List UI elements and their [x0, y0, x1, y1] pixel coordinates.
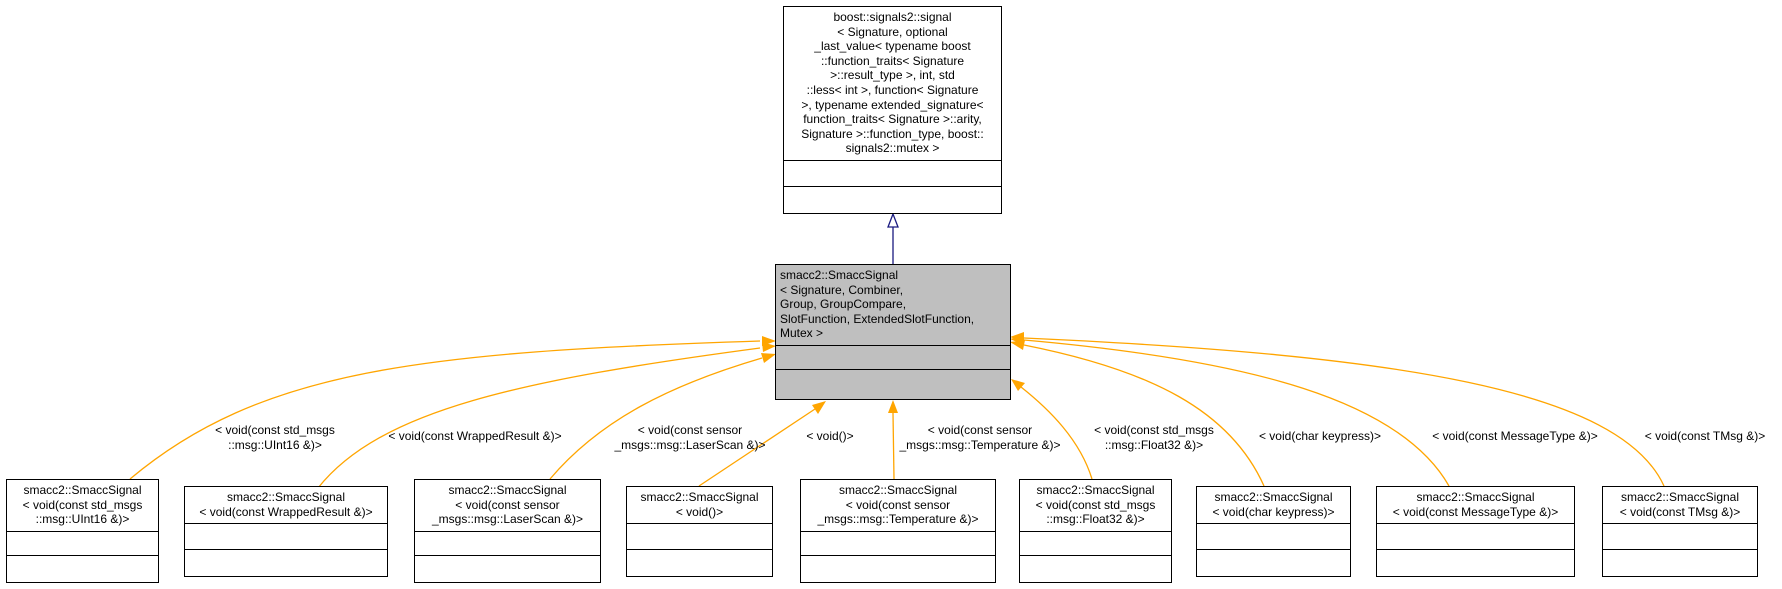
child-node-title: smacc2::SmaccSignal < void(const Message… — [1377, 487, 1574, 525]
base-class-node[interactable]: boost::signals2::signal < Signature, opt… — [783, 6, 1002, 214]
child-node-message-type[interactable]: smacc2::SmaccSignal < void(const Message… — [1376, 486, 1575, 577]
edge-child-5-arrowhead — [1011, 379, 1025, 391]
child-node-title: smacc2::SmaccSignal < void(char keypress… — [1197, 487, 1350, 525]
child-node-attributes — [801, 532, 995, 556]
child-node-methods — [1603, 550, 1757, 576]
edge-child-5 — [1020, 386, 1093, 480]
child-node-temperature[interactable]: smacc2::SmaccSignal < void(const sensor … — [800, 479, 996, 583]
child-node-title: smacc2::SmaccSignal < void()> — [627, 487, 772, 525]
edge-label-message-type: < void(const MessageType &)> — [1432, 429, 1598, 443]
edge-label-wrapped-result: < void(const WrappedResult &)> — [388, 429, 562, 443]
smacc-signal-node[interactable]: smacc2::SmaccSignal < Signature, Combine… — [775, 264, 1011, 400]
child-node-methods — [7, 556, 158, 582]
edge-label-temperature: < void(const sensor _msgs::msg::Temperat… — [899, 423, 1061, 452]
smacc-signal-attributes — [776, 346, 1010, 370]
child-node-keypress[interactable]: smacc2::SmaccSignal < void(char keypress… — [1196, 486, 1351, 577]
edge-child-7 — [1023, 339, 1450, 487]
edge-child-6 — [1023, 344, 1265, 487]
child-node-tmsg[interactable]: smacc2::SmaccSignal < void(const TMsg &)… — [1602, 486, 1758, 577]
child-node-title: smacc2::SmaccSignal < void(const std_msg… — [1020, 480, 1171, 532]
edge-child-1 — [317, 347, 761, 489]
child-node-laser-scan[interactable]: smacc2::SmaccSignal < void(const sensor … — [414, 479, 601, 583]
base-class-methods — [784, 187, 1001, 213]
child-node-attributes — [415, 532, 600, 556]
edge-child-0 — [129, 340, 761, 480]
child-node-methods — [1020, 556, 1171, 582]
base-class-attributes — [784, 161, 1001, 187]
edge-label-keypress: < void(char keypress)> — [1258, 429, 1382, 443]
edge-label-laser-scan: < void(const sensor _msgs::msg::LaserSca… — [614, 423, 766, 452]
child-node-title: smacc2::SmaccSignal < void(const TMsg &)… — [1603, 487, 1757, 525]
child-node-methods — [1197, 550, 1350, 576]
edge-child-3-arrowhead — [812, 401, 826, 414]
child-node-attributes — [1020, 532, 1171, 556]
edge-label-uint16: < void(const std_msgs ::msg::UInt16 &)> — [215, 423, 335, 452]
child-node-title: smacc2::SmaccSignal < void(const Wrapped… — [185, 487, 387, 525]
child-node-uint16[interactable]: smacc2::SmaccSignal < void(const std_msg… — [6, 479, 159, 583]
edge-child-4-arrowhead — [888, 400, 898, 413]
edge-child-8 — [1023, 337, 1665, 487]
child-node-title: smacc2::SmaccSignal < void(const sensor … — [415, 480, 600, 532]
child-node-attributes — [627, 524, 772, 551]
child-node-wrapped-result[interactable]: smacc2::SmaccSignal < void(const Wrapped… — [184, 486, 388, 577]
edge-label-float32: < void(const std_msgs ::msg::Float32 &)> — [1094, 423, 1214, 452]
child-node-methods — [1377, 550, 1574, 576]
child-node-attributes — [1377, 524, 1574, 551]
edge-child-2 — [549, 357, 763, 480]
child-node-float32[interactable]: smacc2::SmaccSignal < void(const std_msg… — [1019, 479, 1172, 583]
edge-child-4 — [892, 412, 895, 480]
child-node-methods — [801, 556, 995, 582]
child-node-attributes — [185, 524, 387, 551]
edge-child-3 — [698, 408, 816, 487]
child-node-methods — [185, 550, 387, 576]
smacc-signal-title: smacc2::SmaccSignal < Signature, Combine… — [776, 265, 1010, 346]
child-node-methods — [415, 556, 600, 582]
edge-label-void: < void()> — [806, 429, 854, 443]
child-node-attributes — [1197, 524, 1350, 551]
edge-label-tmsg: < void(const TMsg &)> — [1644, 429, 1766, 443]
edge-child-1-arrowhead — [762, 342, 776, 352]
child-node-methods — [627, 550, 772, 576]
child-node-attributes — [7, 532, 158, 556]
edge-main-to-base-arrowhead — [887, 212, 899, 228]
edge-child-2-arrowhead — [761, 353, 776, 363]
child-node-title: smacc2::SmaccSignal < void(const std_msg… — [7, 480, 158, 532]
smacc-signal-methods — [776, 370, 1010, 399]
edge-child-8-arrowhead — [1010, 332, 1024, 342]
child-node-void[interactable]: smacc2::SmaccSignal < void()> — [626, 486, 773, 577]
child-node-title: smacc2::SmaccSignal < void(const sensor … — [801, 480, 995, 532]
base-class-title: boost::signals2::signal < Signature, opt… — [784, 7, 1001, 161]
child-node-attributes — [1603, 524, 1757, 551]
